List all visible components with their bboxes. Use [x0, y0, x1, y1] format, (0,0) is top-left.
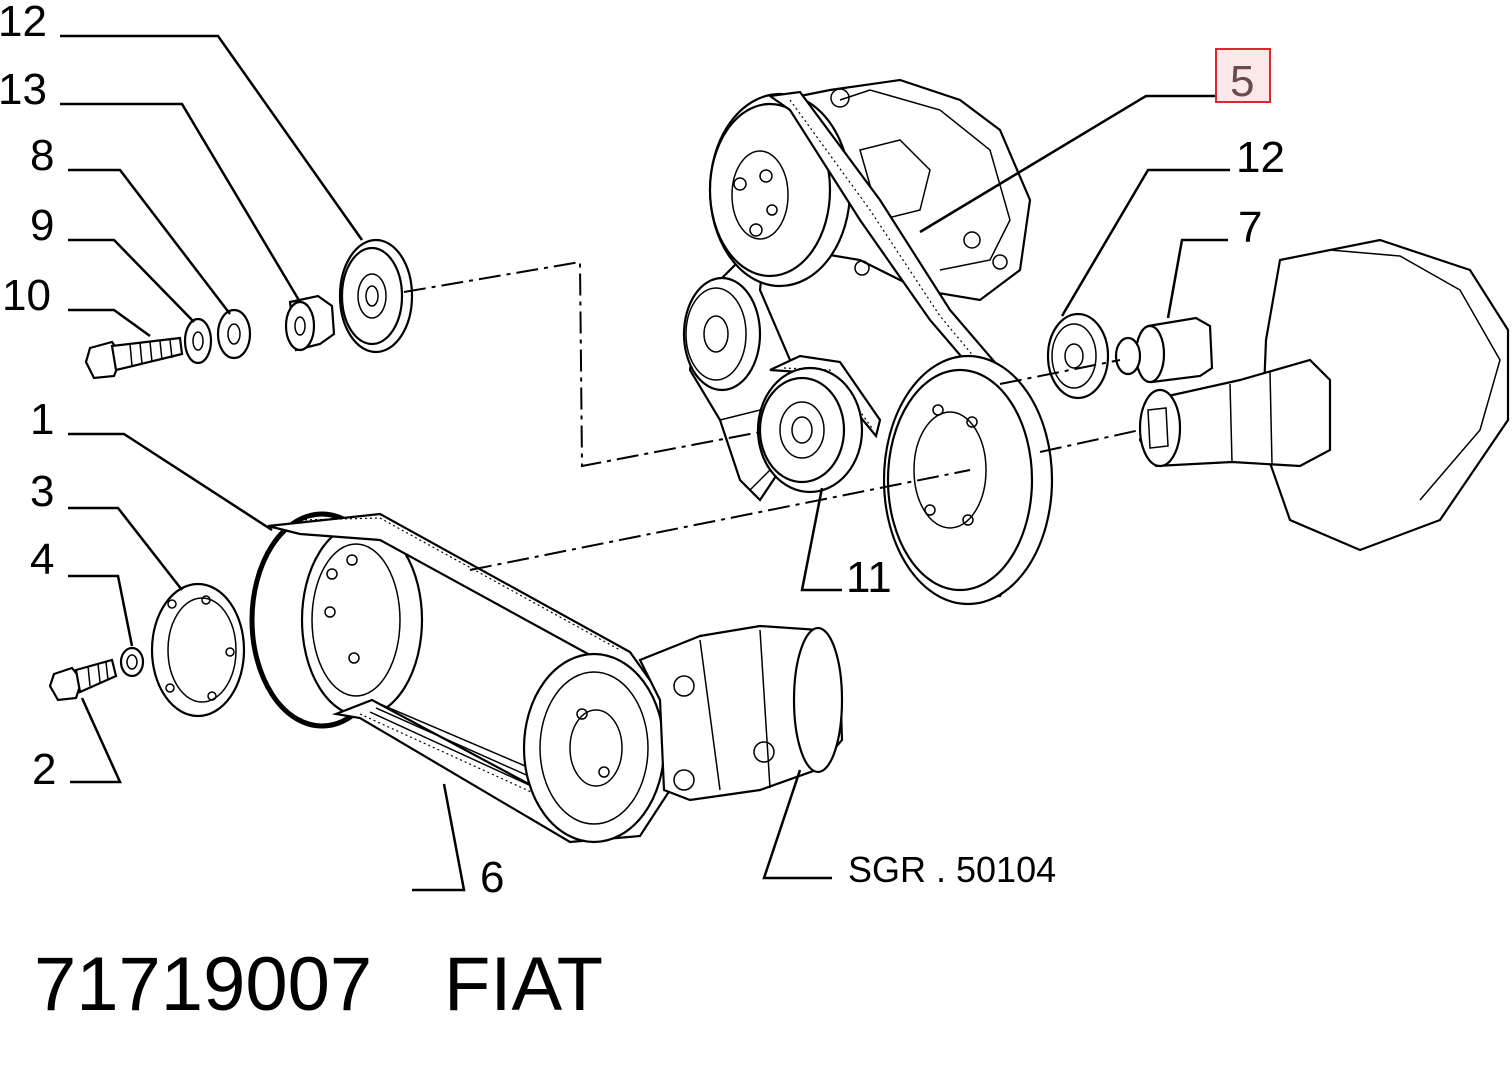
bushing-7: [1114, 316, 1214, 384]
callout-4: 4: [30, 535, 54, 584]
idler-pulley-12-left: [338, 238, 414, 354]
callout-9: 9: [30, 201, 54, 250]
callout-3: 3: [30, 467, 54, 516]
callout-10: 10: [2, 271, 51, 320]
idler-pulley-12-right: [1046, 312, 1110, 400]
reference-label: SGR . 50104: [848, 849, 1056, 890]
callout-8: 8: [30, 131, 54, 180]
leader-lines: [60, 34, 1230, 892]
washer-9: [183, 317, 213, 365]
crankshaft: [1138, 238, 1510, 552]
callout-6: 6: [480, 853, 504, 902]
spacer-13: [284, 294, 336, 352]
callout-5-highlight-box: [1215, 48, 1271, 103]
callout-13: 13: [0, 65, 47, 114]
callout-11: 11: [846, 553, 892, 602]
tensioner-pulley-11: [756, 366, 864, 494]
ac-compressor: [638, 624, 844, 802]
callout-2: 2: [32, 745, 56, 794]
alternator-pulley: [708, 92, 852, 288]
callout-7: 7: [1238, 203, 1262, 252]
callout-12-left: 12: [0, 0, 47, 46]
center-lines: [403, 260, 1141, 571]
plate-3: [150, 582, 246, 718]
crankshaft-pulley: [882, 354, 1054, 606]
callout-5: 5: [1230, 57, 1254, 106]
bolt-2: [48, 658, 118, 702]
drive-pulley-1: [249, 511, 424, 729]
bolt-10: [84, 336, 184, 380]
washer-4: [119, 646, 145, 678]
callout-1: 1: [30, 395, 54, 444]
brand-label: FIAT: [444, 942, 603, 1027]
washer-8: [216, 308, 252, 360]
auxiliary-pulley: [682, 276, 762, 392]
part-number: 71719007: [34, 942, 372, 1027]
compressor-pulley: [522, 652, 666, 844]
callout-12-right: 12: [1236, 133, 1285, 182]
